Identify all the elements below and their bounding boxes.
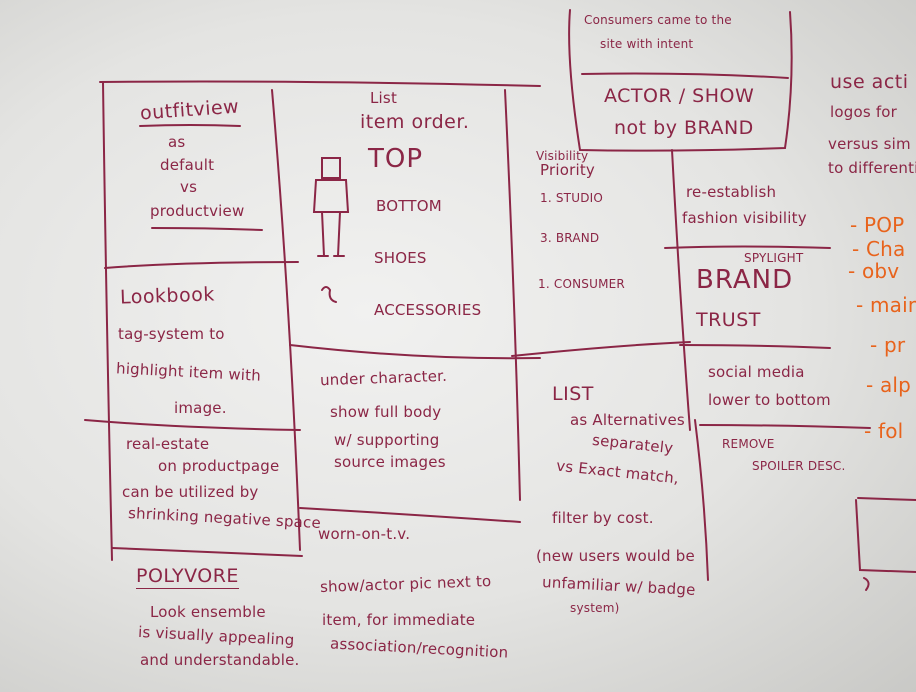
orange-item-4: - main: [856, 293, 916, 317]
outfitview-line-2: default: [160, 156, 215, 174]
item-accessories: ACCESSORIES: [374, 301, 482, 319]
list-order-title-1: List: [370, 89, 398, 107]
reestablish-line-2: fashion visibility: [682, 209, 807, 227]
lookbook-line-3: image.: [174, 399, 227, 417]
lookbook-title: Lookbook: [119, 283, 216, 309]
orange-item-1: - POP: [850, 213, 905, 237]
spoiler-desc: SPOILER DESC.: [752, 459, 846, 473]
right-line-4: to differentia: [828, 159, 916, 177]
worn-on-tv-title: worn-on-t.v.: [318, 525, 411, 543]
intent-line-1: Consumers came to the: [584, 13, 732, 27]
right-line-1: use acti: [830, 71, 909, 93]
social-line-2: lower to bottom: [708, 391, 831, 409]
actor-show: ACTOR / SHOW: [604, 85, 755, 107]
paren-line-3: system): [570, 601, 620, 615]
polyvore-line-1: Look ensemble: [150, 603, 266, 621]
trust-heading: TRUST: [696, 309, 761, 331]
outfitview-line-3: vs: [180, 178, 198, 196]
realestate-line-3: can be utilized by: [122, 483, 259, 501]
visibility-title-2: Priority: [540, 161, 595, 179]
orange-item-6: - alp: [866, 373, 912, 397]
orange-item-5: - pr: [870, 333, 906, 357]
orange-item-2: - Cha: [852, 237, 906, 261]
brand-heading: BRAND: [696, 265, 794, 295]
realestate-line-1: real-estate: [126, 435, 210, 453]
polyvore-title: POLYVORE: [136, 565, 239, 589]
orange-item-3: - obv: [848, 259, 900, 283]
right-line-2: logos for: [830, 103, 898, 121]
reestablish-line-1: re-establish: [686, 183, 777, 201]
orange-item-7: - fol: [864, 419, 904, 443]
outfitview-line-1: as: [168, 133, 186, 151]
list-alternatives-title: LIST: [552, 383, 594, 405]
list-order-title-2: item order.: [360, 111, 470, 133]
priority-consumer: 1. CONSUMER: [538, 277, 625, 291]
worn-on-tv-line-2: item, for immediate: [322, 611, 476, 629]
right-line-3: versus sim: [828, 135, 911, 153]
realestate-line-2: on productpage: [158, 457, 280, 475]
item-top: TOP: [368, 144, 424, 174]
social-line-1: social media: [708, 363, 805, 381]
intent-line-2: site with intent: [600, 37, 694, 51]
polyvore-line-3: and understandable.: [140, 651, 300, 669]
not-by-brand: not by BRAND: [614, 117, 754, 139]
paren-line-1: (new users would be: [536, 547, 695, 565]
item-bottom: BOTTOM: [376, 197, 442, 215]
list-alt-line-1: as Alternatives: [570, 411, 685, 429]
priority-studio: 1. STUDIO: [540, 191, 604, 205]
outfitview-line-4: productview: [150, 202, 245, 220]
item-shoes: SHOES: [374, 249, 427, 267]
priority-brand: 3. BRAND: [540, 231, 600, 245]
under-character-line-2: show full body: [330, 403, 442, 421]
remove-label: REMOVE: [722, 437, 775, 451]
spylight: SPYLIGHT: [744, 251, 804, 265]
under-character-line-4: source images: [334, 453, 446, 471]
visibility-title-1: Visibility: [536, 149, 589, 163]
filter-by-cost: filter by cost.: [552, 509, 654, 527]
under-character-line-3: w/ supporting: [334, 431, 440, 449]
lookbook-line-1: tag-system to: [118, 325, 225, 343]
